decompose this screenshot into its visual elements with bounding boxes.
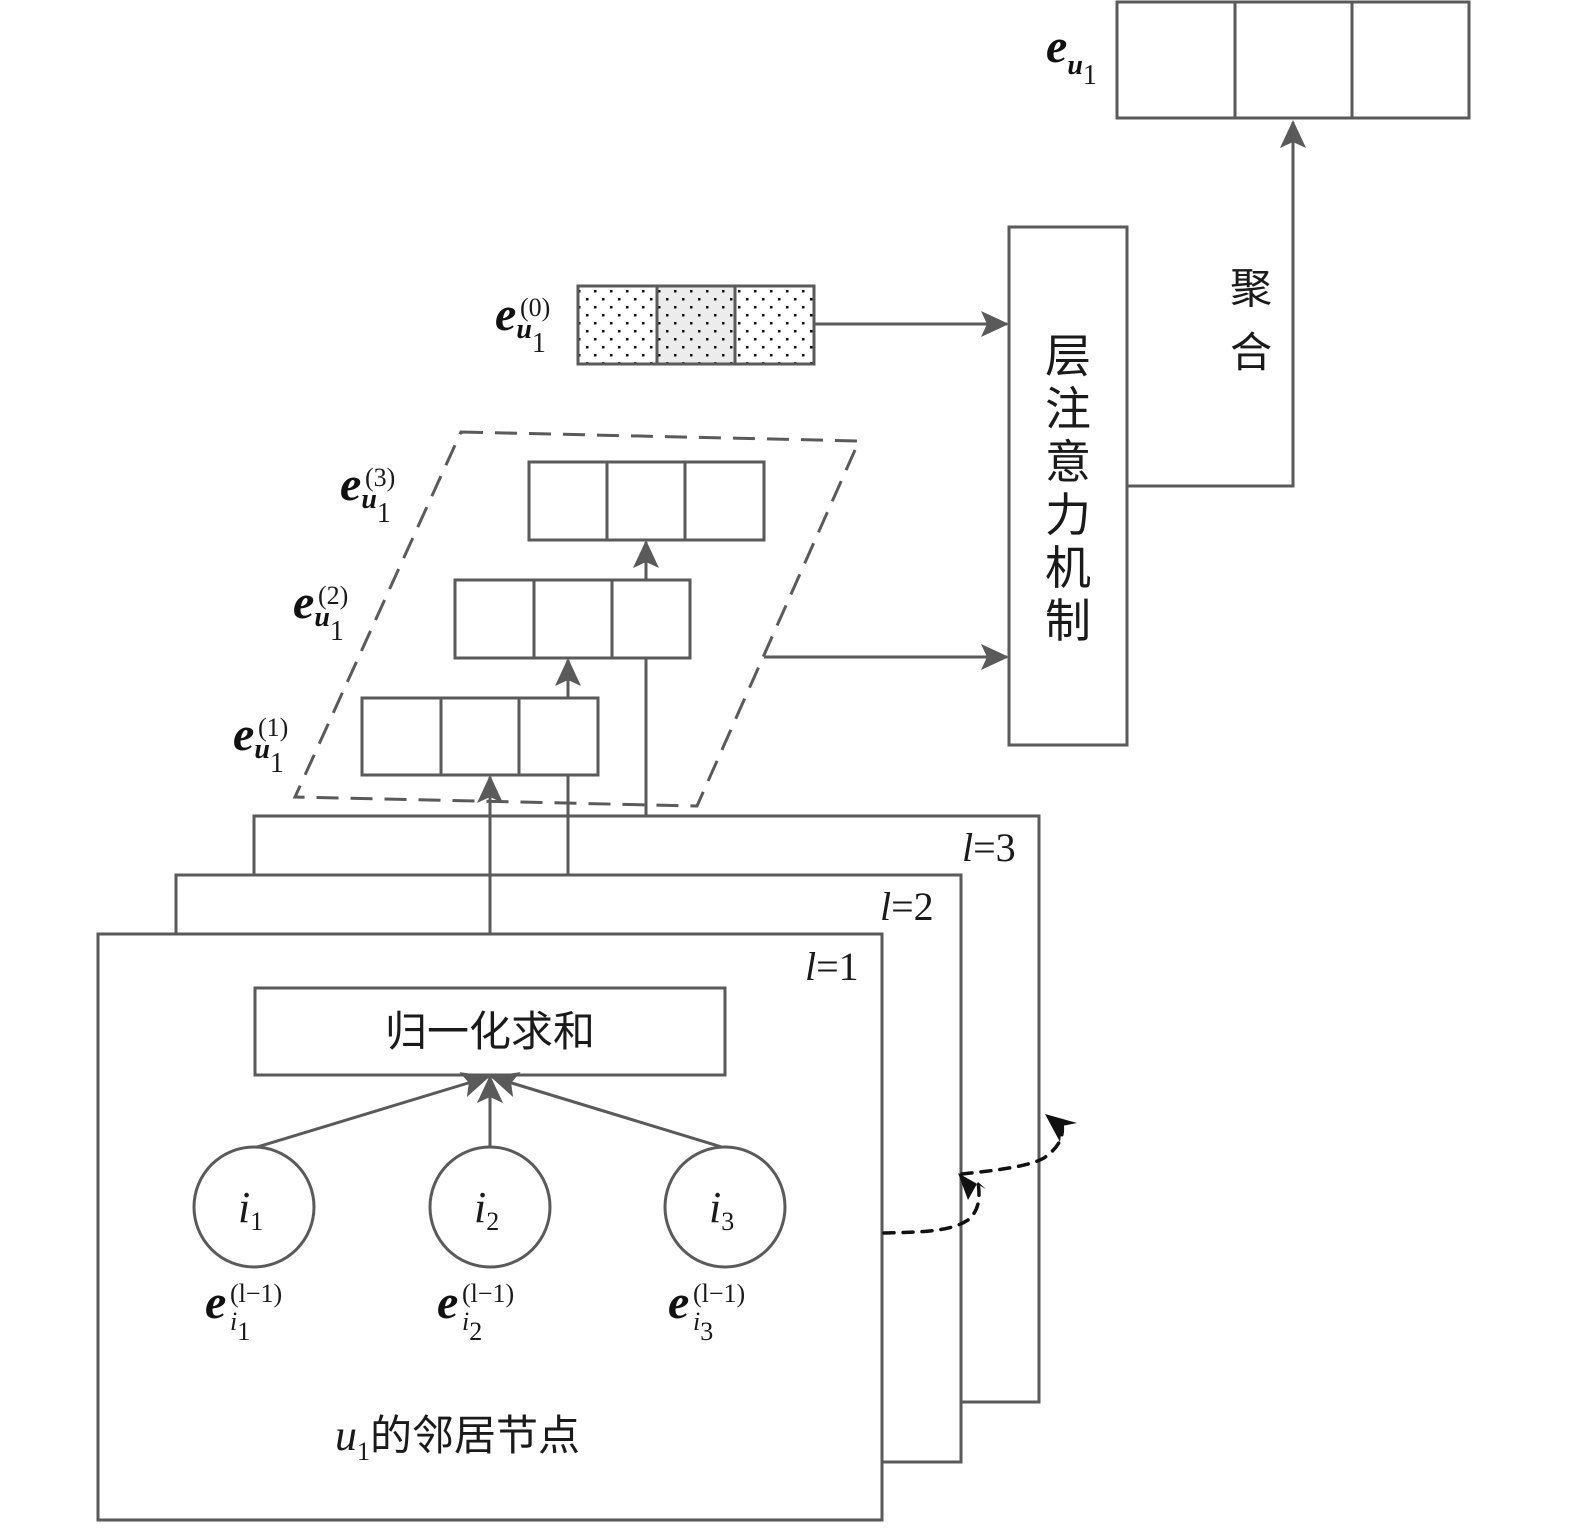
layer2-embedding-label: eu1	[293, 576, 344, 647]
normalized-sum-label: 归一化求和	[385, 1007, 595, 1056]
aggregate-label-char: 合	[1230, 328, 1272, 377]
layer0-embedding-vector	[576, 284, 816, 366]
svg-text:(1): (1)	[258, 713, 288, 742]
svg-text:e: e	[668, 1276, 689, 1329]
neighbor-node-1: i1	[192, 1145, 316, 1269]
neighbor-node-2: i2	[428, 1145, 552, 1269]
layer0-embedding: eu1 (0)	[495, 284, 816, 366]
layer2-embedding-vector	[453, 578, 692, 660]
svg-text:(l−1): (l−1)	[230, 1279, 282, 1308]
aggregate-label-char: 聚	[1230, 264, 1272, 313]
output-embedding: eu1	[1046, 0, 1471, 120]
layer1-embedding-label: eu1	[233, 708, 284, 779]
layer3-embedding: eu1 (3)	[340, 458, 766, 542]
neighbor-embedding-2: e (l−1) i2	[437, 1276, 514, 1346]
layer0-embedding-label: eu1	[495, 288, 546, 359]
svg-text:e: e	[437, 1276, 458, 1329]
svg-text:机: 机	[1045, 541, 1091, 595]
propagation-arrowhead	[958, 1173, 986, 1200]
layer1-embedding: eu1 (1)	[233, 696, 600, 779]
layer-panel-2-label: l=2	[880, 884, 934, 929]
svg-text:力: 力	[1045, 488, 1091, 542]
aggregate-arrow	[1127, 120, 1306, 488]
normalized-sum-box	[253, 986, 727, 1077]
neighbor-embedding-3: e (l−1) i3	[668, 1276, 745, 1346]
layer-attention-label: 层 注 意 力 机 制	[1045, 329, 1091, 648]
svg-text:(l−1): (l−1)	[693, 1279, 745, 1308]
layer-panel-3-label: l=3	[962, 825, 1016, 870]
neighbor-3-arrow	[490, 1072, 726, 1150]
layer2-embedding: eu1 (2)	[293, 576, 692, 660]
svg-text:i2: i2	[462, 1307, 482, 1346]
layer1-to-layer2-propagation	[882, 1180, 981, 1235]
svg-text:(2): (2)	[318, 581, 348, 610]
neighbor-1-arrow	[253, 1072, 490, 1150]
neighbor-node-3: i3	[663, 1145, 787, 1269]
neighbors-caption: u1的邻居节点	[335, 1411, 580, 1466]
svg-text:(l−1): (l−1)	[462, 1279, 514, 1308]
svg-text:i2: i2	[474, 1183, 499, 1236]
svg-text:e: e	[205, 1276, 226, 1329]
svg-text:i1: i1	[238, 1183, 263, 1236]
svg-text:意: 意	[1045, 435, 1091, 489]
layer-attention-box	[1007, 225, 1129, 747]
layer3-embedding-vector	[527, 460, 766, 542]
svg-text:i1: i1	[230, 1307, 250, 1346]
svg-text:层: 层	[1045, 329, 1091, 383]
neighbor-embedding-1: e (l−1) i1	[205, 1276, 282, 1346]
svg-text:注: 注	[1045, 382, 1091, 436]
output-embedding-label: eu1	[1046, 20, 1097, 91]
layer1-embedding-vector	[360, 696, 600, 777]
propagation-arrowhead	[1045, 1114, 1077, 1142]
svg-text:i3: i3	[709, 1183, 734, 1236]
layer3-embedding-label: eu1	[340, 458, 391, 529]
svg-text:i3: i3	[693, 1307, 713, 1346]
layer-embeddings-group	[292, 430, 862, 808]
svg-text:制: 制	[1045, 594, 1091, 648]
svg-text:(0): (0)	[520, 293, 550, 322]
layer2-to-layer3-propagation	[960, 1122, 1065, 1176]
svg-text:(3): (3)	[365, 463, 395, 492]
layer-panel-1-label: l=1	[805, 944, 859, 989]
output-embedding-vector	[1115, 0, 1471, 120]
